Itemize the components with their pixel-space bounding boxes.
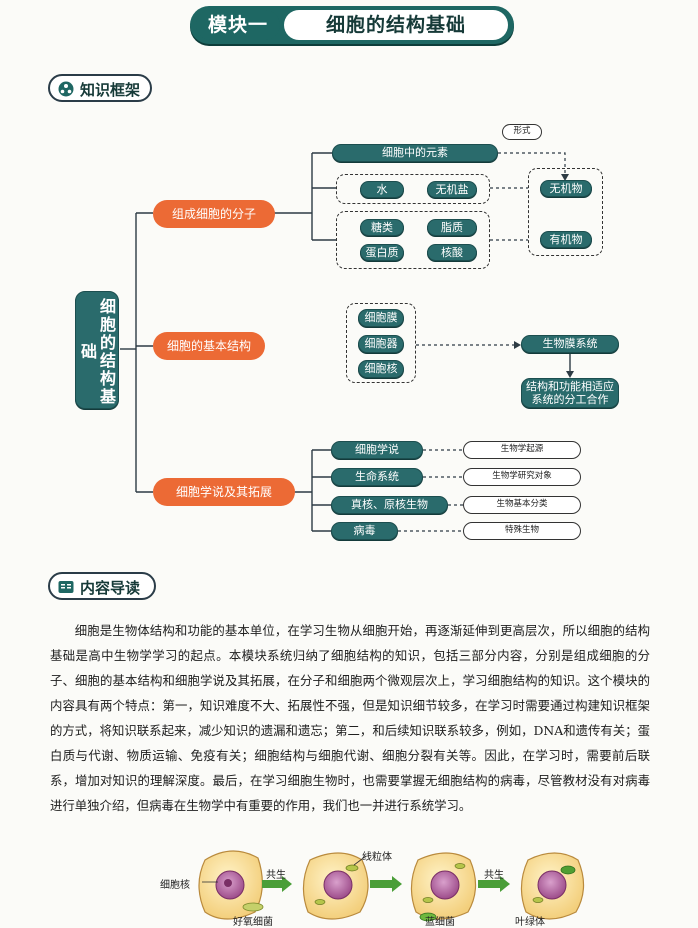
cell-2 bbox=[302, 852, 369, 920]
module-number: 模块一 bbox=[196, 10, 280, 40]
node-eukaryote-prokaryote: 真核、原核生物 bbox=[331, 496, 448, 514]
cell-4 bbox=[520, 852, 585, 920]
cell-3 bbox=[410, 852, 477, 920]
label-symbiosis-2: 共生 bbox=[484, 870, 504, 881]
node-elements: 细胞中的元素 bbox=[332, 144, 498, 162]
node-nucleus: 细胞核 bbox=[358, 360, 404, 378]
structure-group bbox=[346, 303, 416, 383]
label-symbiosis-1: 共生 bbox=[266, 870, 286, 881]
node-nucleic-acid: 核酸 bbox=[427, 244, 477, 261]
label-origin: 生物学起源 bbox=[463, 441, 581, 459]
adaptation-line-2: 系统的分工合作 bbox=[531, 393, 609, 406]
branch-theory: 细胞学说及其拓展 bbox=[153, 478, 295, 506]
node-virus: 病毒 bbox=[331, 522, 398, 540]
module-title: 细胞的结构基础 bbox=[284, 10, 508, 40]
node-water: 水 bbox=[360, 181, 404, 198]
node-membrane: 细胞膜 bbox=[358, 309, 404, 327]
section-reading-label: 内容导读 bbox=[80, 579, 141, 597]
section-framework: 知识框架 bbox=[48, 74, 152, 102]
label-mitochondria: 线粒体 bbox=[362, 852, 392, 863]
label-aerobic-bacteria: 好氧细菌 bbox=[233, 917, 273, 928]
reading-paragraph: 细胞是生物体结构和功能的基本单位，在学习生物从细胞开始，再逐渐延伸到更高层次，所… bbox=[50, 623, 650, 813]
label-classification: 生物基本分类 bbox=[463, 496, 581, 514]
adaptation-line-1: 结构和功能相适应 bbox=[526, 380, 614, 393]
cell-1 bbox=[198, 850, 263, 920]
node-sugar: 糖类 bbox=[360, 219, 404, 236]
node-inorganic: 无机物 bbox=[540, 180, 592, 197]
book-icon bbox=[58, 581, 74, 593]
section-reading: 内容导读 bbox=[48, 572, 156, 600]
node-organelle: 细胞器 bbox=[358, 335, 404, 353]
label-form: 形式 bbox=[502, 124, 542, 140]
node-life-system: 生命系统 bbox=[331, 468, 423, 486]
root-node: 细胞的结构基础 bbox=[75, 291, 119, 409]
node-cell-theory: 细胞学说 bbox=[331, 441, 423, 459]
section-framework-label: 知识框架 bbox=[80, 81, 141, 99]
substance-group bbox=[528, 168, 603, 256]
branch-structure: 细胞的基本结构 bbox=[153, 332, 265, 360]
node-organic: 有机物 bbox=[540, 231, 592, 248]
node-salt: 无机盐 bbox=[427, 181, 477, 198]
node-biomembrane: 生物膜系统 bbox=[521, 335, 619, 353]
label-special: 特殊生物 bbox=[463, 522, 581, 540]
node-adaptation: 结构和功能相适应 系统的分工合作 bbox=[521, 378, 619, 408]
label-chloroplast: 叶绿体 bbox=[515, 917, 545, 928]
node-lipid: 脂质 bbox=[427, 219, 477, 236]
label-nucleus: 细胞核 bbox=[160, 880, 190, 891]
reading-text: 细胞是生物体结构和功能的基本单位，在学习生物从细胞开始，再逐渐延伸到更高层次，所… bbox=[50, 618, 650, 818]
node-protein: 蛋白质 bbox=[360, 244, 404, 261]
organic-group bbox=[336, 211, 490, 269]
label-cyanobacteria: 蓝细菌 bbox=[425, 917, 455, 928]
inorganic-group bbox=[336, 174, 490, 204]
branch-molecules: 组成细胞的分子 bbox=[153, 200, 275, 228]
label-research-object: 生物学研究对象 bbox=[463, 468, 581, 486]
network-icon bbox=[58, 81, 74, 97]
